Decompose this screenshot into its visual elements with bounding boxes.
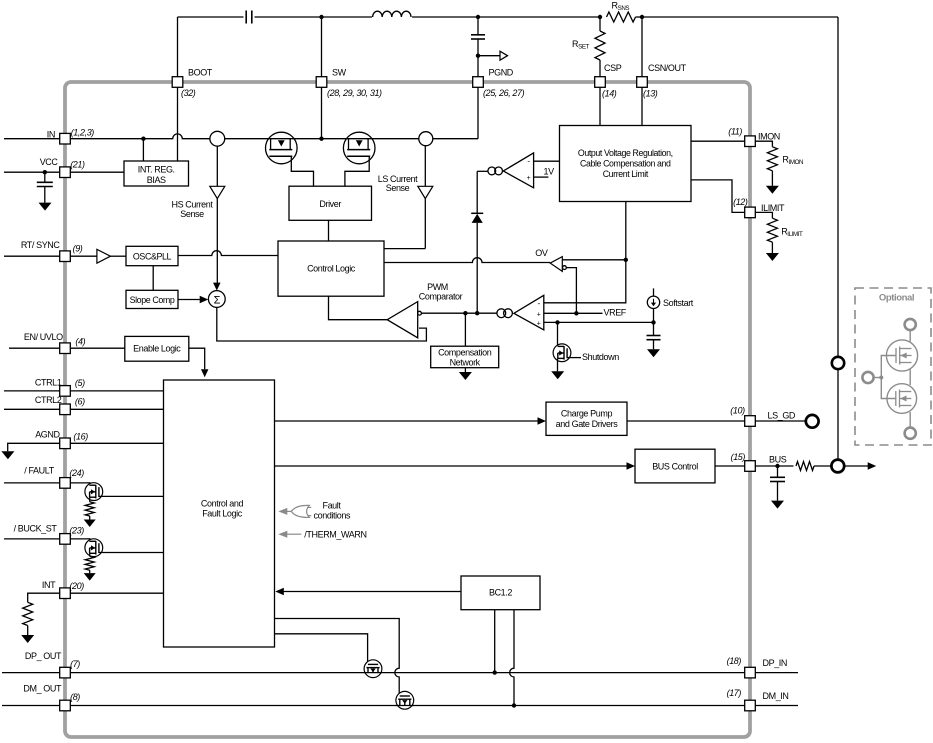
svg-text:VCC: VCC	[40, 157, 59, 167]
svg-text:Sense: Sense	[386, 183, 410, 193]
svg-text:(1,2,3): (1,2,3)	[71, 127, 95, 137]
svg-text:IN: IN	[47, 129, 55, 139]
svg-text:DP_IN: DP_IN	[763, 658, 788, 668]
svg-text:BIAS: BIAS	[147, 175, 166, 185]
svg-text:IMON: IMON	[758, 132, 780, 142]
svg-text:Sense: Sense	[180, 209, 204, 219]
svg-text:DP_ OUT: DP_ OUT	[25, 651, 62, 661]
svg-text:(11): (11)	[728, 126, 742, 136]
svg-text:Optional: Optional	[879, 292, 914, 303]
svg-text:(32): (32)	[181, 88, 196, 98]
svg-text:Cable Compensation and: Cable Compensation and	[580, 159, 671, 169]
svg-text:Comparator: Comparator	[419, 292, 463, 302]
svg-text:(6): (6)	[75, 396, 85, 406]
svg-text:Enable Logic: Enable Logic	[133, 344, 181, 354]
svg-text:(16): (16)	[73, 432, 88, 442]
svg-text:(7): (7)	[70, 659, 80, 669]
svg-text:RIMON: RIMON	[782, 155, 803, 167]
svg-text:(14): (14)	[602, 89, 617, 99]
svg-text:SW: SW	[332, 68, 347, 78]
svg-text:CSP: CSP	[604, 63, 622, 73]
svg-text:Driver: Driver	[319, 199, 341, 209]
svg-text:Slope Comp: Slope Comp	[130, 295, 175, 305]
svg-text:(21): (21)	[70, 160, 85, 170]
svg-text:(9): (9)	[73, 244, 83, 254]
svg-text:RSNS: RSNS	[612, 1, 630, 13]
svg-text:Shutdown: Shutdown	[582, 352, 619, 362]
svg-text:PWM: PWM	[427, 282, 448, 292]
svg-text:(18): (18)	[727, 656, 742, 666]
svg-text:-: -	[537, 299, 540, 308]
svg-text:BUS: BUS	[769, 454, 787, 464]
svg-text:(8): (8)	[70, 692, 80, 702]
svg-text:BUS Control: BUS Control	[652, 462, 698, 472]
svg-text:/THERM_WARN: /THERM_WARN	[304, 529, 366, 539]
svg-text:CTRL2: CTRL2	[35, 395, 62, 405]
svg-text:RILIMIT: RILIMIT	[781, 227, 803, 239]
svg-text:+: +	[527, 175, 531, 182]
svg-text:LS Current: LS Current	[378, 174, 418, 184]
svg-text:Current Limit: Current Limit	[603, 169, 649, 179]
svg-text:CTRL1: CTRL1	[35, 377, 62, 387]
svg-text:CSN/OUT: CSN/OUT	[648, 63, 687, 73]
svg-text:ILIMIT: ILIMIT	[761, 203, 785, 213]
svg-text:conditions: conditions	[314, 511, 351, 521]
svg-text:(10): (10)	[730, 406, 745, 416]
svg-text:Network: Network	[450, 358, 481, 368]
svg-text:Softstart: Softstart	[663, 298, 694, 308]
svg-text:+: +	[537, 312, 541, 319]
svg-text:OSC&PLL: OSC&PLL	[133, 251, 172, 261]
svg-text:(28, 29, 30, 31): (28, 29, 30, 31)	[327, 88, 382, 98]
svg-text:BOOT: BOOT	[188, 68, 213, 78]
svg-text:and Gate Drivers: and Gate Drivers	[556, 419, 619, 429]
svg-text:/ FAULT: / FAULT	[24, 466, 54, 476]
svg-text:Control and: Control and	[201, 498, 244, 508]
svg-text:Fault Logic: Fault Logic	[202, 509, 243, 519]
svg-text:INT: INT	[42, 580, 56, 590]
svg-text:Output Voltage Regulation,: Output Voltage Regulation,	[578, 148, 673, 158]
svg-text:(25, 26, 27): (25, 26, 27)	[483, 88, 525, 98]
svg-text:AGND: AGND	[35, 430, 60, 440]
svg-text:EN/ UVLO: EN/ UVLO	[24, 332, 63, 342]
svg-text:(17): (17)	[727, 688, 742, 698]
svg-text:RSET: RSET	[572, 39, 590, 51]
svg-text:RT/ SYNC: RT/ SYNC	[21, 240, 61, 250]
svg-text:-: -	[527, 157, 530, 166]
svg-text:LS_GD: LS_GD	[768, 411, 796, 421]
svg-text:+: +	[537, 320, 541, 327]
svg-text:(24): (24)	[69, 468, 84, 478]
svg-text:/ BUCK_ST: / BUCK_ST	[14, 524, 58, 534]
svg-text:BC1.2: BC1.2	[489, 587, 512, 597]
svg-text:DM_ OUT: DM_ OUT	[23, 684, 62, 694]
svg-text:Control Logic: Control Logic	[307, 264, 356, 274]
svg-text:Fault: Fault	[322, 501, 341, 511]
svg-text:HS Current: HS Current	[171, 200, 213, 210]
svg-text:PGND: PGND	[489, 68, 514, 78]
svg-text:(12): (12)	[733, 197, 748, 207]
svg-text:VREF: VREF	[604, 307, 627, 317]
svg-text:(20): (20)	[69, 581, 84, 591]
svg-text:(15): (15)	[731, 452, 746, 462]
svg-text:(23): (23)	[69, 525, 84, 535]
svg-text:DM_IN: DM_IN	[763, 691, 789, 701]
svg-text:INT. REG.: INT. REG.	[138, 165, 175, 175]
svg-text:Compensation: Compensation	[438, 348, 492, 358]
svg-text:(5): (5)	[75, 378, 85, 388]
svg-text:OV: OV	[535, 248, 548, 258]
svg-text:Charge Pump: Charge Pump	[561, 408, 613, 418]
svg-text:1V: 1V	[544, 167, 555, 177]
svg-text:Σ: Σ	[214, 294, 221, 306]
svg-text:(13): (13)	[643, 89, 658, 99]
svg-text:(4): (4)	[75, 336, 85, 346]
